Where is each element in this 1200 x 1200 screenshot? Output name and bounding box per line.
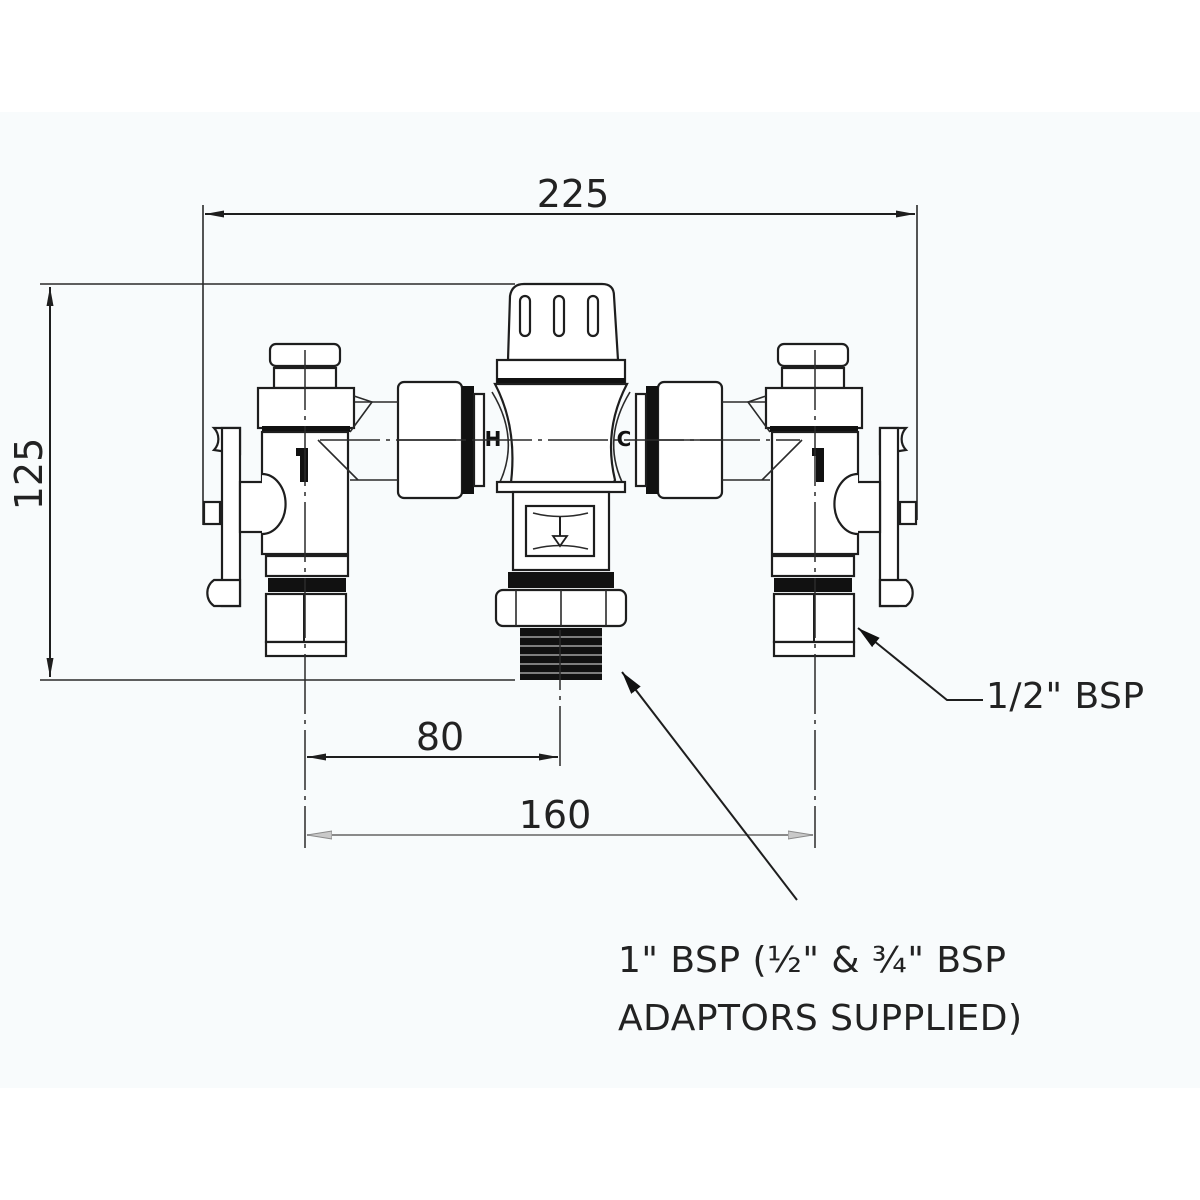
dimension-225-label: 225 [537, 172, 610, 216]
dimension-outlet-offset: 80 [307, 715, 558, 761]
callout-inlet-connection: 1/2" BSP [986, 676, 1145, 717]
dimension-inlet-centres: 160 [307, 793, 813, 837]
dimension-overall-height: 125 [7, 283, 515, 681]
dimension-160-label: 160 [519, 793, 592, 837]
dimension-80-label: 80 [416, 715, 464, 759]
leader-half-inch-bsp [857, 627, 983, 701]
leader-one-inch-bsp [621, 671, 798, 901]
outlet-connection [494, 572, 628, 680]
cold-isolating-valve [746, 342, 918, 658]
hot-inlet-marker: H [485, 427, 502, 451]
dimension-125-label: 125 [7, 438, 51, 511]
callout-outlet-connection: 1" BSP (½" & ¾" BSP ADAPTORS SUPPLIED) [618, 932, 1023, 1048]
callout-outlet-line-2: ADAPTORS SUPPLIED) [618, 998, 1023, 1039]
flow-indicator [511, 490, 611, 572]
callout-outlet-line-1: 1" BSP (½" & ¾" BSP [618, 940, 1007, 981]
dimension-overall-width: 225 [202, 172, 918, 525]
mixer-body: H C [485, 382, 632, 494]
cold-inlet-marker: C [617, 427, 632, 451]
hot-isolating-valve [202, 342, 374, 658]
centre-lines [304, 350, 816, 848]
temperature-adjust-cap [495, 282, 627, 384]
